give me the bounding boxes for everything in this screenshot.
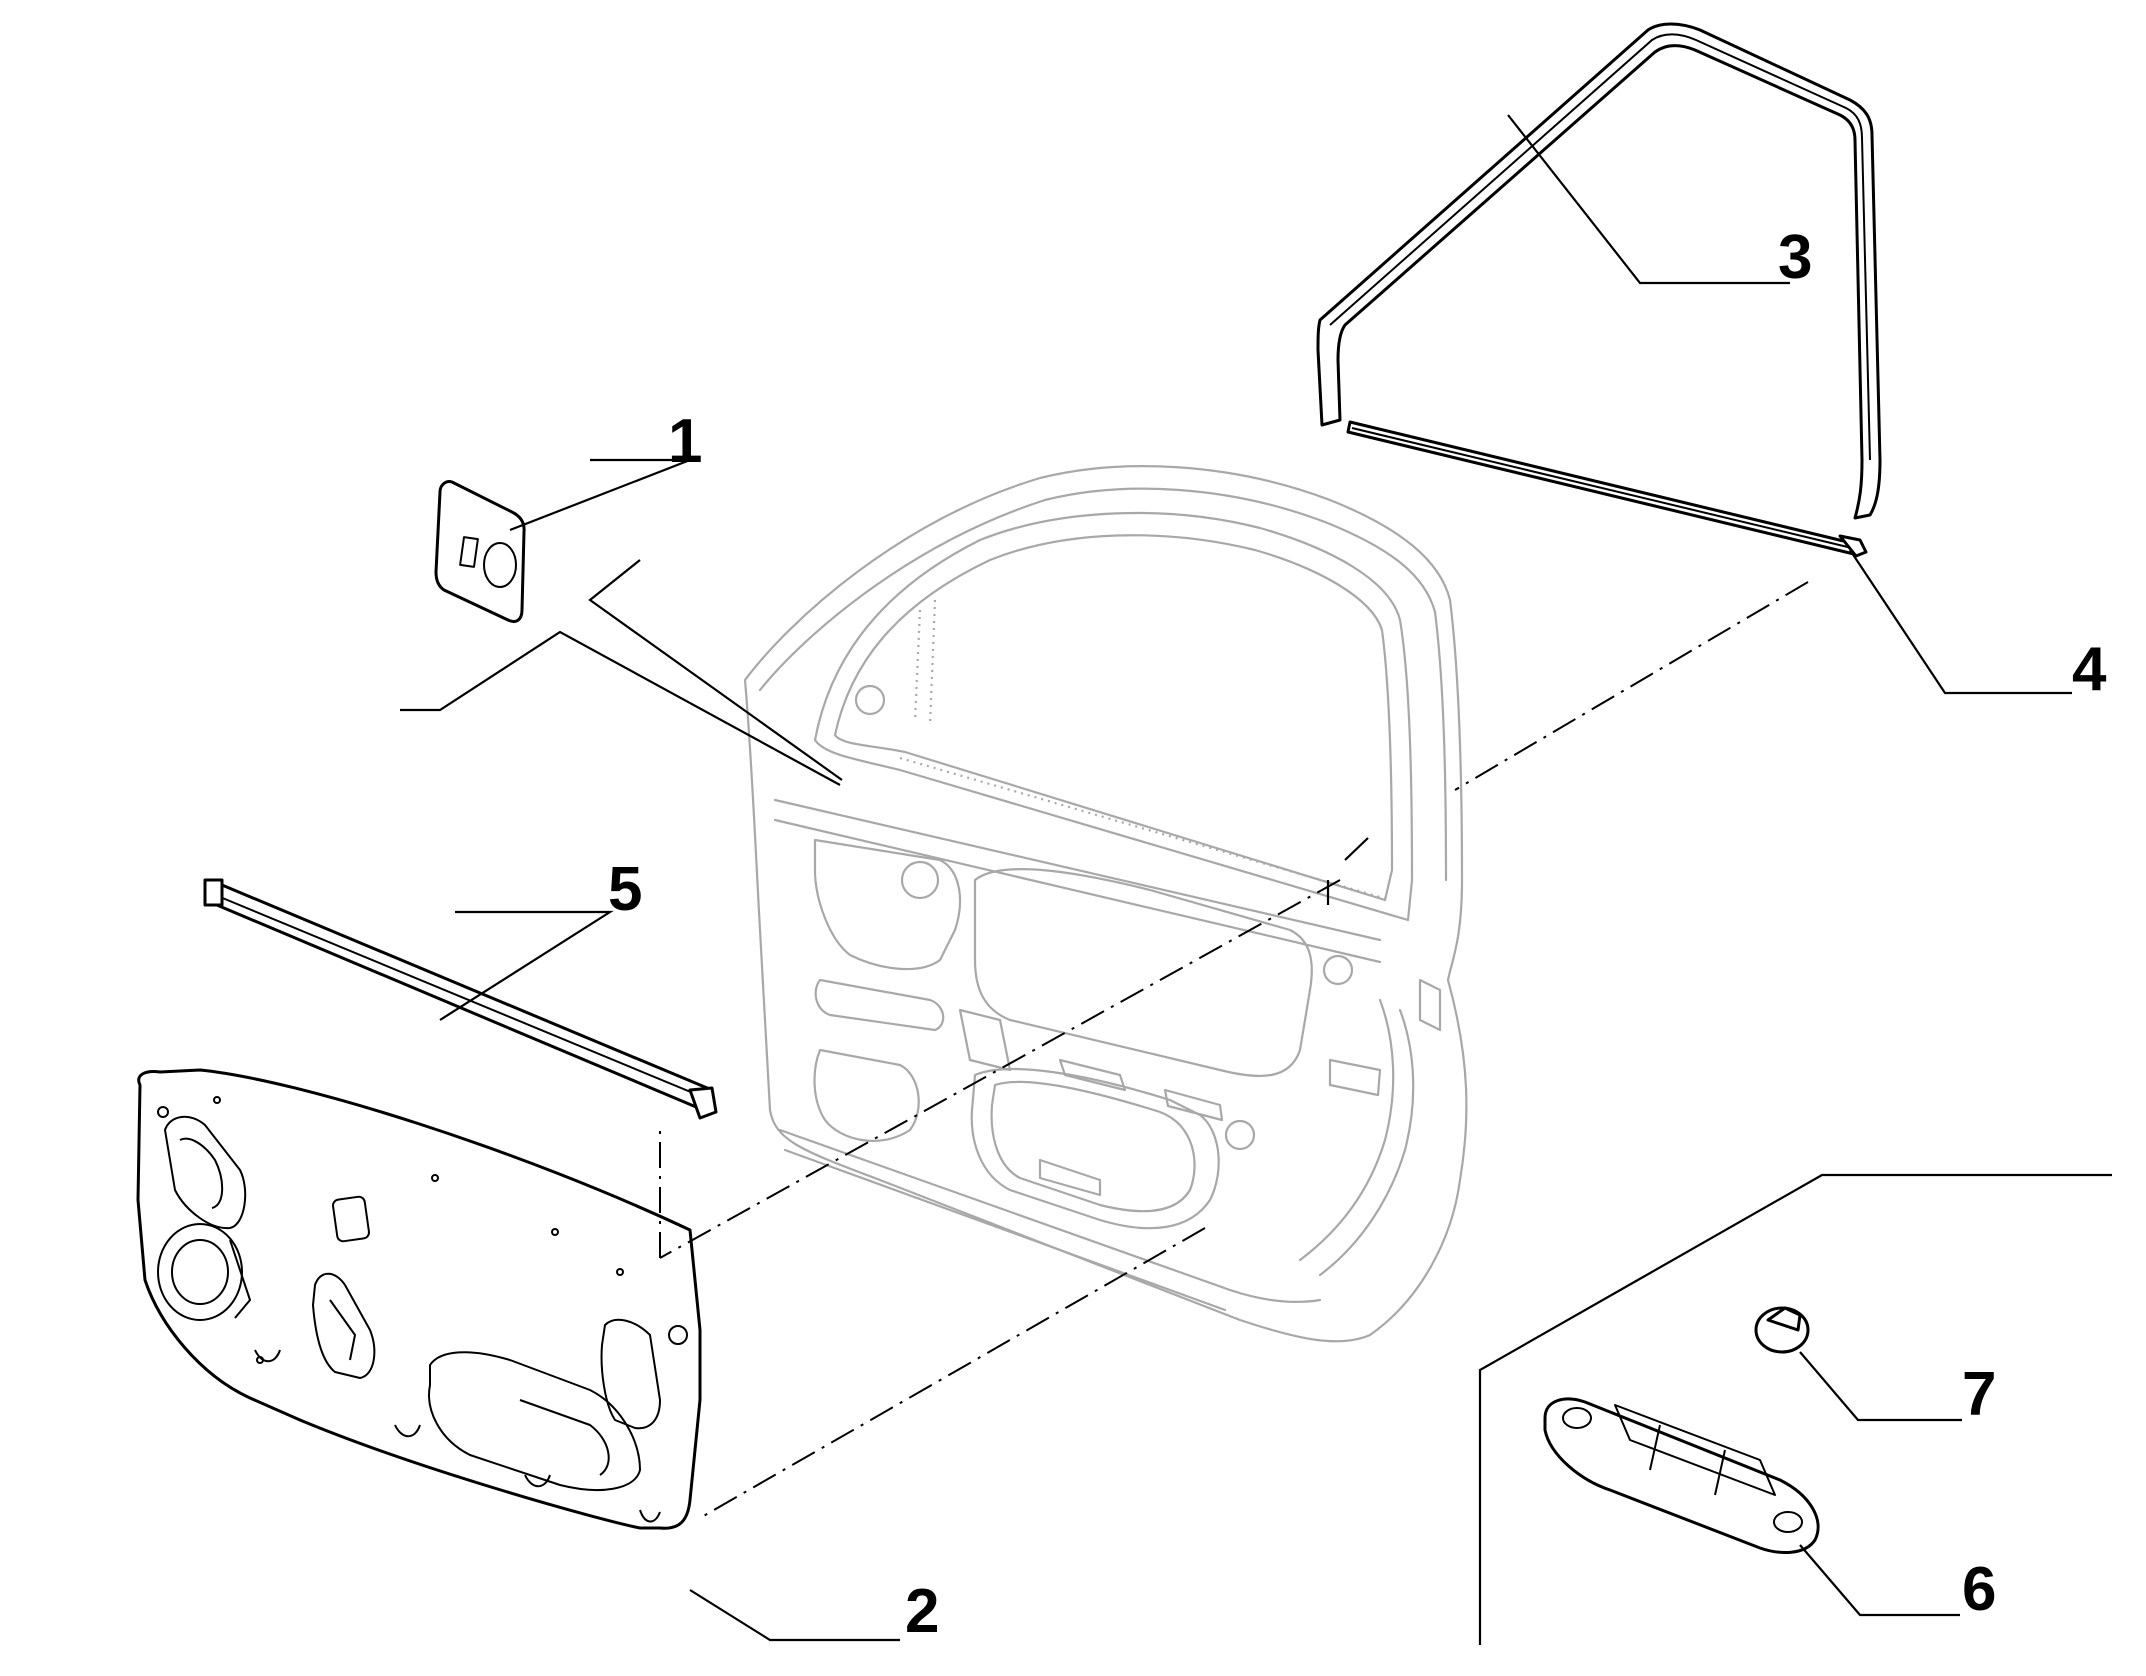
leader-4	[1849, 549, 2072, 695]
access-plug-cover	[434, 480, 526, 624]
leader-3	[1507, 114, 1790, 285]
door-panel-membrane	[136, 1068, 702, 1530]
assembly-lines	[659, 581, 1809, 1519]
outer-belt-weatherstrip	[203, 878, 718, 1120]
leader-1	[509, 458, 691, 532]
leader-1b	[588, 559, 843, 781]
callout-4: 4	[2072, 635, 2107, 704]
door-handle-housing	[1543, 1397, 1820, 1554]
callout-labels: 1 2 3 4 5 6 7	[608, 223, 2107, 1646]
callout-1: 1	[668, 407, 702, 476]
callout-6: 6	[1962, 1555, 1996, 1624]
inset-detail-box	[1478, 1173, 2112, 1645]
inner-belt-weatherstrip	[1346, 420, 1868, 558]
callout-5: 5	[608, 855, 642, 924]
leader-1c	[400, 630, 841, 786]
callout-2: 2	[905, 1577, 939, 1646]
leader-7	[1799, 1351, 1962, 1422]
callout-7: 7	[1962, 1360, 1996, 1429]
window-frame-seal	[1316, 22, 1882, 520]
callout-3: 3	[1778, 223, 1812, 292]
leader-lines	[400, 114, 2072, 1642]
leader-6	[1799, 1544, 1960, 1617]
leader-5	[439, 910, 614, 1021]
leader-2	[689, 1589, 900, 1642]
fastener-clip	[1754, 1306, 1810, 1354]
door-shell	[743, 465, 1468, 1343]
